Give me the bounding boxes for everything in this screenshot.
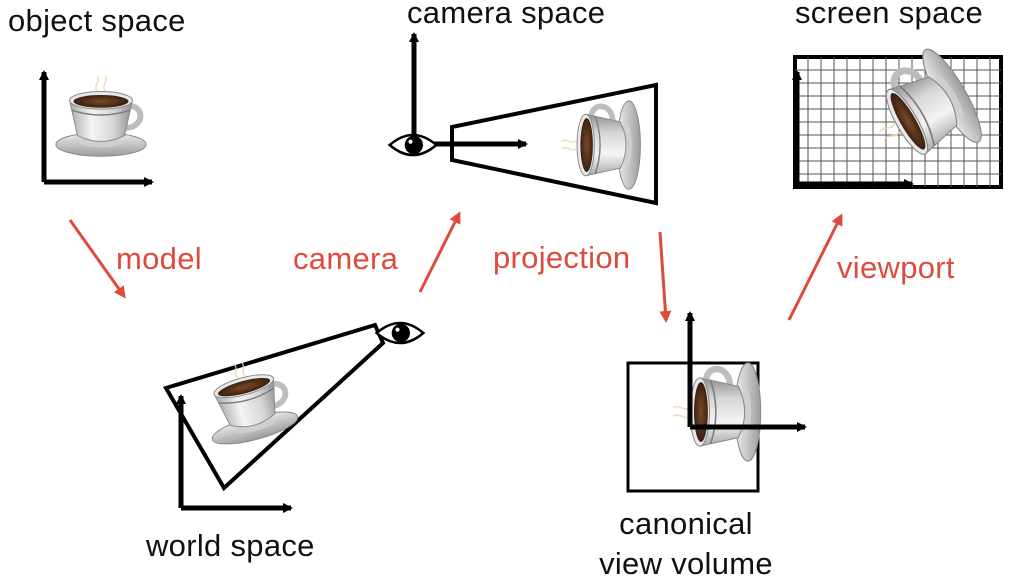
teacup-icon: [56, 76, 146, 156]
world-space-group: [163, 321, 425, 513]
projection-transform-label: projection: [493, 240, 631, 275]
canonical-axes: [685, 311, 807, 432]
model-transform-label: model: [116, 241, 202, 276]
camera-frustum: [450, 82, 658, 206]
screen-space-axes: [792, 70, 914, 189]
screen-space-group: [792, 43, 1003, 189]
object-space-axes: [39, 70, 154, 187]
camera-arrow: [418, 211, 461, 293]
screen-space-label: screen space: [795, 0, 983, 30]
camera-space-group: [388, 32, 658, 206]
object-space-label: object space: [8, 3, 186, 38]
camera-space-label: camera space: [407, 0, 606, 30]
eye-icon: [388, 133, 438, 157]
viewport-transform-label: viewport: [837, 250, 955, 285]
canonical-label-line1: canonical: [619, 506, 753, 541]
object-space-group: [39, 70, 154, 187]
projection-arrow: [658, 231, 672, 323]
camera-transform-label: camera: [293, 241, 399, 276]
viewport-arrow: [787, 213, 843, 321]
world-space-axes: [176, 394, 293, 513]
canonical-label-line2: view volume: [599, 546, 773, 581]
world-space-label: world space: [146, 528, 315, 563]
transform-arrows: [68, 211, 843, 323]
model-arrow: [68, 219, 126, 299]
canonical-volume-group: [626, 311, 807, 493]
